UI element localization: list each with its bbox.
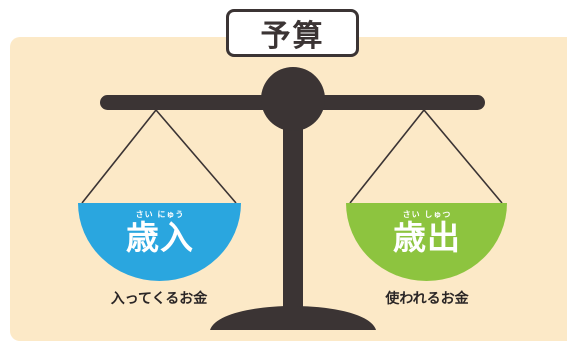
left-pan-title: 歳入 <box>126 218 194 257</box>
left-pan-label: さい にゅう 歳入 <box>100 210 220 256</box>
page-title: 予算 <box>260 19 325 54</box>
right-pan-caption: 使われるお金 <box>385 291 469 307</box>
scale-pivot <box>261 67 325 131</box>
right-pan <box>346 203 507 281</box>
right-pan-title: 歳出 <box>393 218 461 257</box>
right-pan-strings <box>349 109 503 204</box>
scale-pillar <box>283 100 303 315</box>
left-pan-caption: 入ってくるお金 <box>110 291 208 307</box>
left-pan-ruby: さい にゅう <box>135 210 185 219</box>
left-pan-strings <box>81 109 237 204</box>
scale-base <box>210 306 376 330</box>
left-pan <box>78 203 241 281</box>
right-pan-ruby: さい しゅつ <box>402 210 452 219</box>
right-pan-label: さい しゅつ 歳出 <box>367 210 487 256</box>
title-box: 予算 <box>226 9 359 57</box>
